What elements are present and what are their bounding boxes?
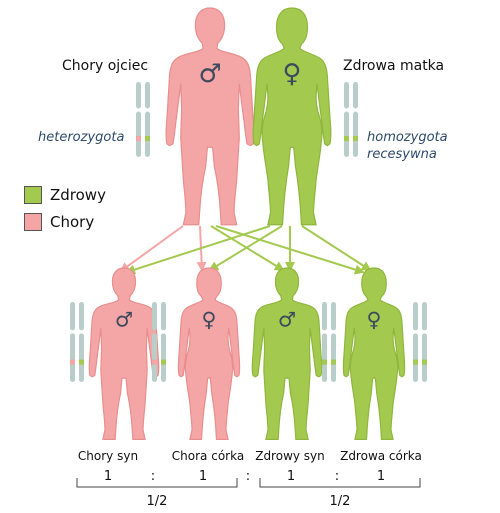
male-silhouette: [165, 7, 255, 226]
chromosome-arm: [413, 333, 418, 382]
child-label-sick-daughter: Chora córka: [171, 449, 245, 463]
ratio-sick-daughter: 1: [198, 469, 208, 484]
bracket-left: [76, 478, 238, 488]
child-label-healthy-son: Zdrowy syn: [255, 449, 325, 463]
chromosome-arm: [136, 111, 141, 157]
fraction-left: 1/2: [146, 494, 168, 509]
ratio-sick-son: 1: [103, 469, 113, 484]
chromosome-arm: [344, 82, 349, 109]
allele-band: [322, 359, 327, 365]
chromosome-arm: [413, 302, 418, 331]
father-genotype: heterozygota: [38, 130, 125, 145]
allele-band: [152, 359, 157, 365]
child-label-sick-son: Chory syn: [77, 449, 139, 463]
allele-band: [331, 359, 336, 365]
sick-son-chromosomes: [70, 302, 84, 382]
female-silhouette: [252, 7, 332, 226]
ratio-brackets: [76, 478, 421, 488]
healthy-daughter-figure: ♀: [342, 267, 406, 440]
female-silhouette: [342, 267, 406, 440]
figures: ♂ ♀ ♂ ♀ ♂ ♀: [88, 7, 406, 440]
male-silhouette: [88, 267, 160, 440]
sick-daughter-figure: ♀: [177, 267, 241, 440]
bracket-right: [259, 478, 421, 488]
allele-band: [422, 359, 427, 365]
female-symbol-icon: ♀: [367, 307, 382, 331]
allele-band: [136, 136, 141, 141]
male-symbol-icon: ♂: [278, 307, 296, 331]
legend-swatch-healthy: [24, 186, 42, 204]
ratio-healthy-daughter: 1: [376, 469, 386, 484]
chromosome-arm: [79, 333, 84, 382]
chromosome-arm: [79, 302, 84, 331]
chromosome-arm: [331, 302, 336, 331]
ratio-separator-group: :: [245, 469, 251, 484]
male-symbol-icon: ♂: [115, 307, 133, 331]
ratio-healthy-son: 1: [286, 469, 296, 484]
chromosome-arm: [70, 333, 75, 382]
chromosome-arm: [422, 302, 427, 331]
chromosome-arm: [145, 111, 150, 157]
inheritance-arrows: [119, 225, 372, 275]
female-symbol-icon: ♀: [202, 307, 217, 331]
arrow-mother-to-son-sick: [125, 225, 271, 275]
legend-label-sick: Chory: [50, 213, 95, 231]
mother-figure: ♀: [252, 7, 332, 226]
sick-son-figure: ♂: [88, 267, 160, 440]
chromosome-arm: [344, 111, 349, 157]
healthy-son-chromosomes: [322, 302, 336, 382]
allele-band: [70, 359, 75, 365]
arrow-father-to-son-sick: [119, 225, 184, 273]
chromosome-arm: [145, 82, 150, 109]
arrow-mother-to-daughter-sick: [208, 225, 283, 272]
male-symbol-icon: ♂: [198, 59, 221, 89]
female-symbol-icon: ♀: [283, 59, 302, 89]
healthy-daughter-chromosomes: [413, 302, 427, 382]
legend-swatch-sick: [24, 213, 42, 231]
ratio-separator-right: :: [334, 469, 340, 484]
father-figure: ♂: [165, 7, 255, 226]
male-silhouette: [251, 267, 323, 440]
chromosome-arm: [161, 302, 166, 331]
chromosome-arm: [161, 333, 166, 382]
allele-band: [353, 136, 358, 141]
legend-label-healthy: Zdrowy: [50, 186, 106, 204]
chromosome-pairs: [70, 82, 427, 382]
sick-daughter-chromosomes: [152, 302, 166, 382]
child-label-healthy-daughter: Zdrowa córka: [340, 449, 422, 463]
mother-genotype-line2: recesywna: [367, 147, 437, 162]
mother-label: Zdrowa matka: [343, 58, 445, 74]
allele-band: [413, 359, 418, 365]
chromosome-arm: [152, 333, 157, 382]
chromosome-arm: [136, 82, 141, 109]
chromosome-arm: [70, 302, 75, 331]
father-label: Chory ojciec: [62, 58, 149, 74]
female-silhouette: [177, 267, 241, 440]
chromosome-arm: [353, 111, 358, 157]
fraction-right: 1/2: [329, 494, 351, 509]
allele-band: [344, 136, 349, 141]
chromosome-arm: [422, 333, 427, 382]
allele-band: [161, 359, 166, 365]
father-chromosomes: [136, 82, 150, 157]
chromosome-arm: [152, 302, 157, 331]
mother-chromosomes: [344, 82, 358, 157]
healthy-son-figure: ♂: [251, 267, 323, 440]
allele-band: [145, 136, 150, 141]
chromosome-arm: [353, 82, 358, 109]
chromosome-arm: [331, 333, 336, 382]
mother-genotype-line1: homozygota: [367, 130, 448, 145]
arrow-mother-to-daughter-healthy: [301, 225, 372, 272]
chromosome-arm: [322, 302, 327, 331]
chromosome-arm: [322, 333, 327, 382]
ratio-separator-left: :: [150, 469, 156, 484]
allele-band: [79, 359, 84, 365]
